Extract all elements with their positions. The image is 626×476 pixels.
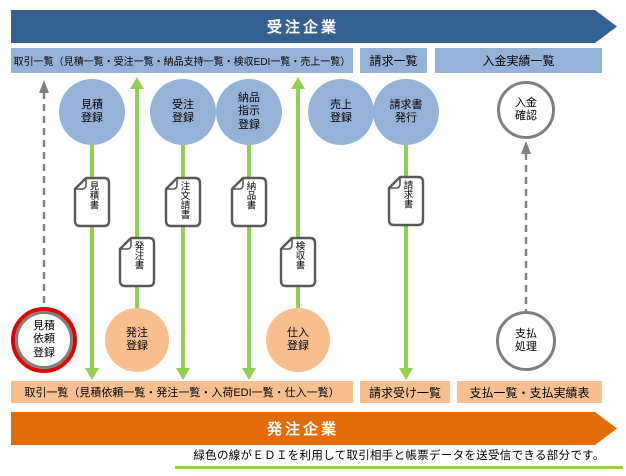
document-icon bbox=[73, 176, 111, 228]
edi-line-quote bbox=[85, 105, 99, 380]
document-label: 発注書 bbox=[132, 241, 144, 270]
circle-label: 仕入 登録 bbox=[287, 326, 309, 352]
ordering-company-banner: 発注企業 bbox=[11, 412, 617, 445]
document-icon bbox=[230, 176, 268, 228]
legend-caption: 緑色の線がＥＤＩを利用して取引相手と帳票データを送受信できる部分です。 bbox=[175, 447, 623, 469]
circle-label: 請求書 発行 bbox=[389, 98, 423, 124]
purchase-order-circle: 発注 登録 bbox=[105, 308, 169, 372]
purchase-registration-circle: 仕入 登録 bbox=[266, 308, 330, 372]
edi-line-order bbox=[176, 105, 190, 380]
delivery-slip-doc: 納品書 bbox=[230, 176, 268, 228]
invoice-issue-circle: 請求書 発行 bbox=[373, 79, 439, 145]
delivery-instruction-circle: 納品 指示 登録 bbox=[216, 79, 282, 145]
receiving-company-banner: 受注企業 bbox=[11, 10, 617, 43]
document-label: 見積書 bbox=[87, 181, 99, 210]
box-label: 請求受け一覧 bbox=[368, 385, 441, 400]
arrow-down-icon bbox=[242, 368, 256, 380]
circle-label: 売上 登録 bbox=[330, 98, 352, 124]
arrow-down-icon bbox=[399, 368, 413, 380]
document-label: 注文請書 bbox=[178, 181, 190, 219]
dashed-arrow-quote-request bbox=[39, 80, 49, 330]
invoice-doc: 請求書 bbox=[387, 175, 425, 227]
quote-doc: 見積書 bbox=[73, 176, 111, 228]
box-label: 請求一覧 bbox=[369, 54, 418, 68]
edi-line-delivery bbox=[242, 105, 256, 380]
circle-label: 見積 依頼 登録 bbox=[33, 320, 55, 359]
transaction-list-box-bottom: 取引一覧（見積依頼一覧・発注一覧・入荷EDI一覧・仕入一覧） bbox=[11, 381, 353, 403]
banner-label: 受注企業 bbox=[266, 19, 339, 36]
document-icon bbox=[118, 236, 156, 288]
payment-list-box: 支払一覧・支払実績表 bbox=[457, 381, 602, 403]
quote-request-circle: 見積 依頼 登録 bbox=[11, 307, 77, 373]
document-icon bbox=[279, 236, 317, 288]
quote-registration-circle: 見積 登録 bbox=[59, 79, 125, 145]
payment-process-circle: 支払 処理 bbox=[496, 311, 556, 371]
arrow-up-icon bbox=[130, 77, 144, 89]
circle-label: 発注 登録 bbox=[126, 326, 148, 352]
document-icon bbox=[387, 175, 425, 227]
order-registration-circle: 受注 登録 bbox=[150, 79, 216, 145]
document-label: 検収書 bbox=[293, 241, 305, 270]
legend-caption-text: 緑色の線がＥＤＩを利用して取引相手と帳票データを送受信できる部分です。 bbox=[193, 450, 605, 462]
order-confirmation-doc: 注文請書 bbox=[164, 176, 202, 228]
invoice-list-box: 請求一覧 bbox=[360, 48, 427, 73]
deposit-confirm-circle: 入金 確認 bbox=[497, 81, 555, 139]
arrow-up-icon bbox=[521, 141, 531, 154]
circle-label: 受注 登録 bbox=[172, 98, 194, 124]
arrow-down-icon bbox=[176, 368, 190, 380]
purchase-order-doc: 発注書 bbox=[118, 236, 156, 288]
box-label: 入金実績一覧 bbox=[482, 54, 555, 68]
edi-line-invoice bbox=[399, 125, 413, 380]
document-label: 納品書 bbox=[244, 181, 256, 210]
transaction-list-box-top: 取引一覧（見積一覧・受注一覧・納品支持一覧・検収EDI一覧・売上一覧） bbox=[11, 48, 353, 73]
edi-line-inspection bbox=[291, 77, 305, 330]
circle-label: 入金 確認 bbox=[515, 96, 537, 122]
document-icon bbox=[164, 176, 202, 228]
box-label: 取引一覧（見積一覧・受注一覧・納品支持一覧・検収EDI一覧・売上一覧） bbox=[13, 57, 351, 68]
banner-label: 発注企業 bbox=[266, 421, 339, 438]
box-label: 取引一覧（見積依頼一覧・発注一覧・入荷EDI一覧・仕入一覧） bbox=[24, 387, 340, 399]
document-label: 請求書 bbox=[401, 180, 413, 209]
circle-label: 支払 処理 bbox=[515, 327, 537, 353]
arrow-up-icon bbox=[39, 80, 49, 93]
arrow-down-icon bbox=[85, 368, 99, 380]
box-label: 支払一覧・支払実績表 bbox=[469, 385, 590, 400]
invoice-received-list-box: 請求受け一覧 bbox=[360, 381, 450, 403]
edi-line-purchase-order bbox=[130, 77, 144, 330]
arrow-up-icon bbox=[291, 77, 305, 89]
deposit-record-list-box: 入金実績一覧 bbox=[435, 48, 602, 73]
inspection-doc: 検収書 bbox=[279, 236, 317, 288]
dashed-arrow-payment bbox=[521, 141, 531, 318]
circle-label: 見積 登録 bbox=[81, 98, 103, 124]
sales-registration-circle: 売上 登録 bbox=[308, 79, 374, 145]
circle-label: 納品 指示 登録 bbox=[238, 92, 260, 131]
